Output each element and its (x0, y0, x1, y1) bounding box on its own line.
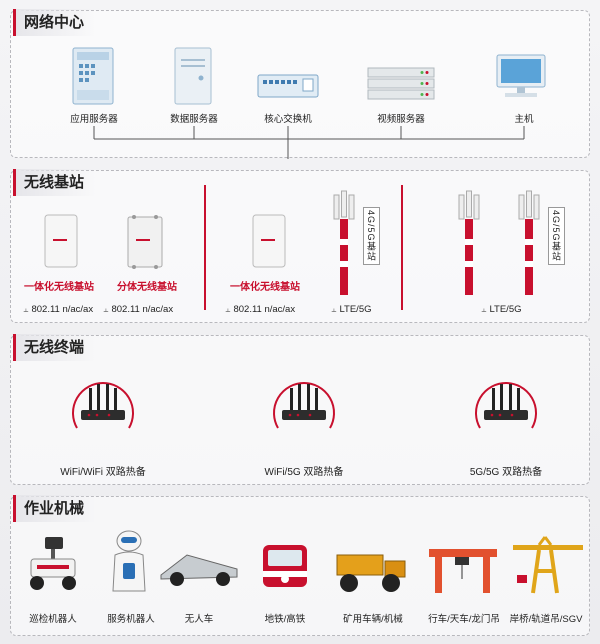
metro-label: 地铁/高铁 (264, 614, 306, 625)
terminal-label-1: WiFi/WiFi 双路热备 (60, 467, 146, 478)
machinery-panel: 作业机械 巡检机器人 服务机器人 无人车 地铁/高铁 矿用车辆/机械 (10, 495, 590, 636)
section-divider-1 (204, 185, 206, 310)
terminal-label-3: 5G/5G 双路热备 (469, 467, 543, 478)
spec-wifi-3: ⫠ 802.11 n/ac/ax (225, 304, 295, 315)
spec-lte-1-text: LTE/5G (339, 304, 372, 315)
wifi-antenna-icon: ⫠ (103, 304, 109, 314)
integrated-base-station-label: 一体化无线基站 (24, 282, 94, 293)
unmanned-vehicle-label: 无人车 (184, 614, 214, 625)
wireless-base-station-panel: 无线基站 一体化无线基站 分体无线基站 ⫠ 802.11 n/ac/ax ⫠ 8… (10, 169, 590, 323)
gantry-crane-label: 行车/天车/龙门吊 (428, 614, 500, 625)
tower-text-2: 4G/5G基站 (548, 207, 565, 265)
spec-lte-2-text: LTE/5G (489, 304, 522, 315)
quay-crane-icon (513, 536, 583, 594)
service-robot-icon (112, 530, 146, 592)
core-switch-icon (257, 74, 319, 98)
metro-train-icon (263, 545, 307, 587)
network-center-panel: 网络中心 应用服务器 数据服务器 核心交换机 视频服务 (10, 9, 590, 159)
data-server-label: 数据服务器 (170, 114, 218, 125)
host-computer-icon (496, 54, 546, 97)
integrated-base-station-label-2: 一体化无线基站 (230, 282, 300, 293)
data-server-icon (174, 47, 212, 105)
video-server-label: 视频服务器 (377, 114, 425, 125)
terminal-router-icon (273, 382, 335, 429)
spec-wifi-3-text: 802.11 n/ac/ax (233, 304, 296, 315)
terminal-label-2: WiFi/5G 双路热备 (264, 467, 344, 478)
split-base-station-label: 分体无线基站 (117, 282, 177, 293)
split-base-station-icon (127, 215, 163, 269)
section-divider-2 (401, 185, 403, 310)
terminal-router-icon (475, 382, 537, 429)
mining-truck-label: 矿用车辆/机械 (343, 614, 403, 625)
wireless-terminal-panel: 无线终端 WiFi/WiFi 双路热备 WiFi/5G 双路热备 5G/5G 双… (10, 334, 590, 485)
wireless-base-station-title: 无线基站 (13, 169, 97, 196)
cell-tower-icon (333, 190, 355, 295)
terminal-router-icon (72, 382, 134, 429)
gantry-crane-icon (429, 549, 497, 593)
unmanned-vehicle-icon (160, 554, 238, 586)
spec-wifi-2: ⫠ 802.11 n/ac/ax (103, 304, 173, 315)
integrated-base-station-icon (252, 214, 286, 268)
cell-tower-icon (518, 190, 540, 295)
network-center-title: 网络中心 (13, 9, 97, 36)
machinery-title: 作业机械 (13, 495, 97, 522)
wifi-antenna-icon: ⫠ (23, 304, 29, 314)
core-switch-label: 核心交换机 (264, 114, 312, 125)
mining-truck-icon (336, 554, 406, 592)
spec-wifi-1: ⫠ 802.11 n/ac/ax (23, 304, 93, 315)
network-connection-lines (93, 126, 525, 159)
inspection-robot-icon (30, 537, 76, 590)
quay-crane-label: 岸桥/轨道吊/SGV (509, 614, 583, 625)
integrated-base-station-icon (44, 214, 78, 268)
application-server-label: 应用服务器 (70, 114, 118, 125)
video-server-icon (367, 67, 435, 100)
host-label: 主机 (514, 114, 534, 125)
spec-lte-2: ⫠ LTE/5G (481, 304, 522, 315)
service-robot-label: 服务机器人 (107, 614, 155, 625)
cell-tower-icon (458, 190, 480, 295)
tower-text-1: 4G/5G基站 (363, 207, 380, 265)
wifi-antenna-icon: ⫠ (225, 304, 231, 314)
cell-antenna-icon: ⫠ (331, 304, 337, 314)
cell-antenna-icon: ⫠ (481, 304, 487, 314)
wireless-terminal-title: 无线终端 (13, 334, 97, 361)
spec-lte-1: ⫠ LTE/5G (331, 304, 372, 315)
inspection-robot-label: 巡检机器人 (29, 614, 77, 625)
spec-wifi-2-text: 802.11 n/ac/ax (111, 304, 174, 315)
spec-wifi-1-text: 802.11 n/ac/ax (31, 304, 94, 315)
application-server-icon (72, 47, 114, 105)
